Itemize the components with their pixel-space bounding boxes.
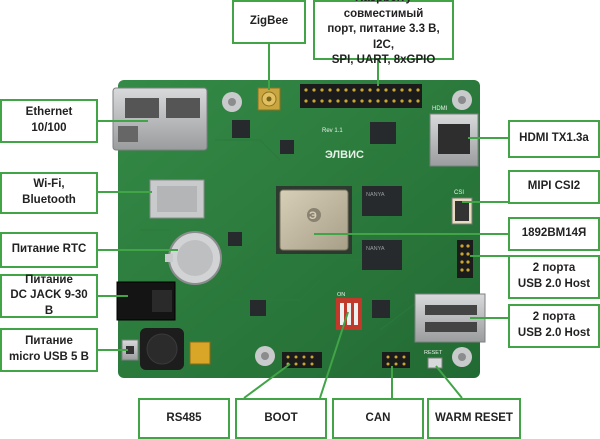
wifi-module (149, 179, 205, 219)
mounting-holes (222, 90, 472, 367)
callout-warm-reset: WARM RESET (427, 398, 521, 439)
callout-rs485: RS485 (138, 398, 230, 439)
dc-jack (116, 281, 176, 321)
can-header (382, 352, 410, 368)
zigbee-antenna-connector (257, 87, 281, 111)
callout-usb-host-2: 2 порта USB 2.0 Host (508, 304, 600, 348)
callout-dc-jack: Питание DC JACK 9-30 В (0, 274, 98, 318)
csi-silk: CSI (454, 190, 464, 196)
callout-rtc-power: Питание RTC (0, 232, 98, 268)
ethernet-jack (112, 87, 208, 151)
callout-ethernet: Ethernet 10/100 (0, 99, 98, 143)
callout-hdmi: HDMI TX1.3a (508, 120, 600, 158)
callout-boot: BOOT (235, 398, 327, 439)
callout-wifi-bluetooth: Wi-Fi, Bluetooth (0, 172, 98, 214)
callout-cpu: 1892ВМ14Я (508, 217, 600, 251)
warm-reset-button (427, 357, 443, 369)
callout-micro-usb-power: Питание micro USB 5 В (0, 328, 98, 372)
board-rev: Rev 1.1 (322, 128, 343, 134)
callout-zigbee: ZigBee (232, 0, 306, 44)
misc-chips (228, 120, 396, 318)
raspberry-header (300, 84, 422, 108)
usb-pin-header (457, 240, 473, 278)
callout-lines (98, 44, 508, 399)
boot-dip-switch (336, 298, 362, 330)
callout-can: CAN (332, 398, 424, 439)
callout-usb-host-1: 2 порта USB 2.0 Host (508, 255, 600, 299)
ram-label-1: NANYA (366, 192, 385, 198)
callout-mipi-csi: MIPI CSI2 (508, 170, 600, 204)
ram-label-2: NANYA (366, 246, 385, 252)
rtc-battery (165, 231, 222, 285)
hdmi-silk: HDMI (432, 106, 448, 112)
hdmi-connector (429, 113, 479, 167)
micro-usb-connector (121, 339, 139, 361)
inductor (140, 328, 184, 370)
mipi-csi-connector (451, 197, 473, 225)
capacitor (189, 341, 211, 365)
board-logo: ЭЛВИС (325, 149, 364, 161)
dip-silk: ON (337, 292, 345, 298)
reset-silk: RESET (424, 350, 443, 356)
ram-chips (362, 186, 402, 270)
callout-raspberry-port: Raspberry совместимый порт, питание 3.3 … (313, 0, 454, 66)
cpu-mark: Э (309, 210, 317, 222)
